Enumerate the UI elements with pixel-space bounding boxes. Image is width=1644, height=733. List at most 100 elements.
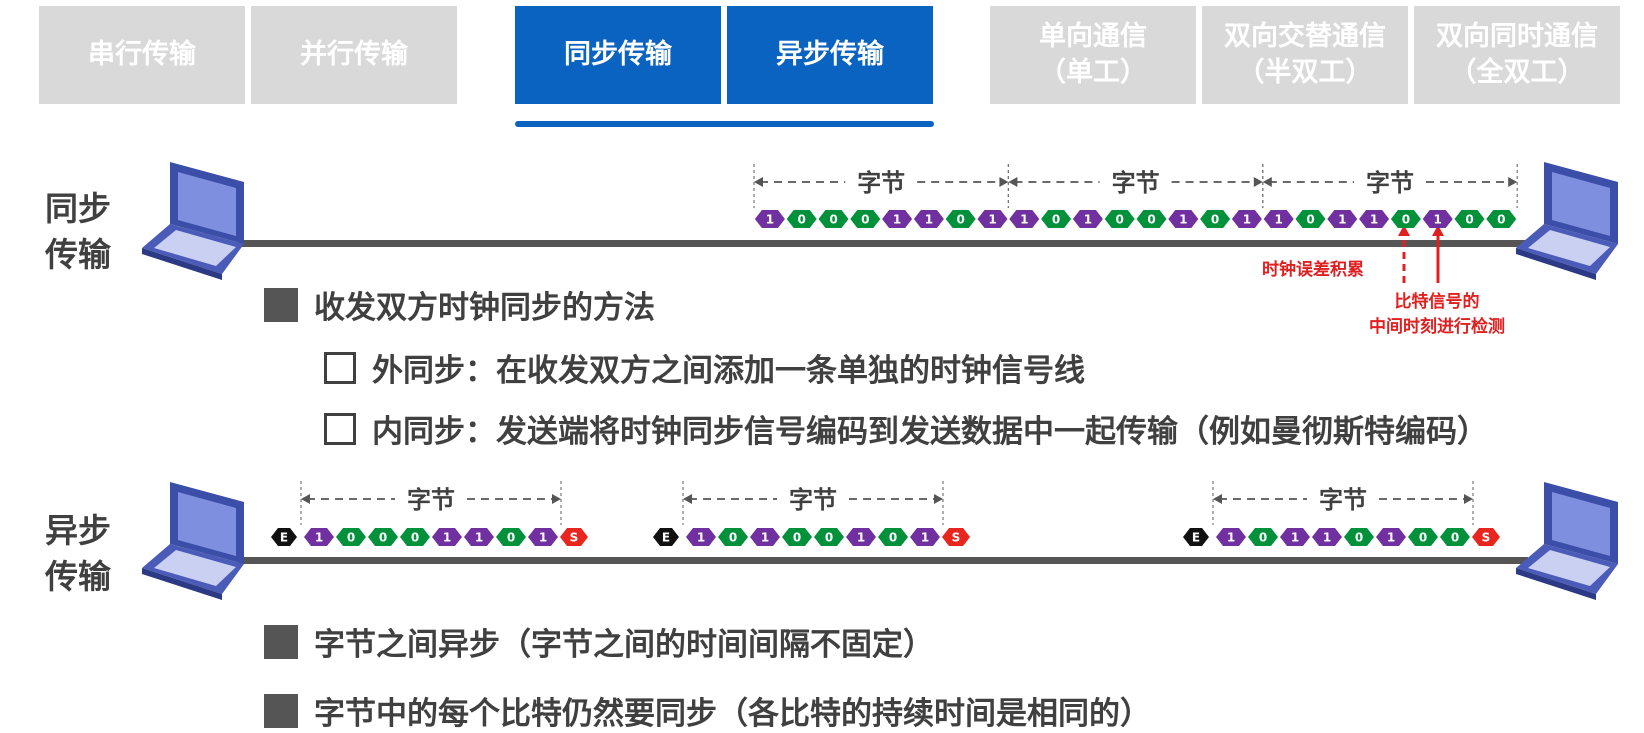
async-bit [750, 528, 780, 546]
async-bit-text: 0 [1451, 531, 1459, 545]
tab-simplex[interactable]: 单向通信 （单工） [990, 6, 1196, 104]
sync-note-item: 内同步：发送端将时钟同步信号编码到发送数据中一起传输（例如曼彻斯特编码） [324, 406, 1488, 451]
sync-bit-text: 0 [1306, 213, 1314, 227]
async-stop-marker-text: S [1482, 531, 1491, 545]
sync-bit [754, 210, 785, 228]
sync-bit [1454, 210, 1485, 228]
detect-arrowhead [1432, 225, 1444, 236]
byte-span-arrowhead [1213, 494, 1222, 504]
sync-bit [1486, 210, 1517, 228]
tab-sublabel: （半双工） [1237, 57, 1373, 88]
sync-bit-text: 1 [1243, 213, 1251, 227]
sync-bit-text: 1 [1179, 213, 1187, 227]
laptop-icon [142, 482, 244, 600]
tab-full-duplex[interactable]: 双向同时通信 （全双工） [1414, 6, 1620, 104]
async-bit [368, 528, 398, 546]
tab-label: 异步传输 [776, 39, 884, 70]
async-bit-text: 0 [729, 531, 737, 545]
byte-span-arrowhead [301, 494, 310, 504]
sync-bit [1136, 210, 1167, 228]
async-bit-text: 1 [443, 531, 451, 545]
sync-bit [1327, 210, 1358, 228]
tab-half-duplex[interactable]: 双向交替通信（半双工） [1202, 6, 1408, 104]
async-start-marker [653, 528, 679, 546]
sync-bit [945, 210, 976, 228]
tab-label: 双向同时通信 [1436, 21, 1598, 52]
sync-bit [1072, 210, 1103, 228]
byte-label: 字节 [857, 169, 905, 197]
async-bit [846, 528, 876, 546]
sync-bit [1104, 210, 1135, 228]
sync-bit [1390, 210, 1421, 228]
sync-bit [1263, 210, 1294, 228]
clock-error-arrowhead [1398, 225, 1410, 236]
laptop-icon [1516, 162, 1618, 280]
filled-square-icon [264, 287, 298, 322]
byte-label: 字节 [1112, 169, 1160, 197]
byte-label: 字节 [407, 486, 455, 514]
detect-label-line2: 中间时刻进行检测 [1369, 317, 1505, 337]
sync-bit-text: 1 [1434, 213, 1442, 227]
sync-bit [1422, 210, 1453, 228]
byte-label: 字节 [1366, 169, 1414, 197]
async-start-marker [1183, 528, 1209, 546]
byte-span-arrowhead [1008, 177, 1018, 187]
async-stop-marker-text: S [952, 531, 961, 545]
sync-bit-text: 1 [1084, 213, 1092, 227]
tab-sublabel: （全双工） [1449, 57, 1585, 88]
async-bit [1216, 528, 1246, 546]
sync-bit [850, 210, 881, 228]
byte-span-arrowhead [999, 177, 1009, 187]
async-bit [1440, 528, 1470, 546]
async-bit-text: 0 [1419, 531, 1427, 545]
laptop-icon [142, 162, 244, 280]
async-bit [782, 528, 812, 546]
async-bit [336, 528, 366, 546]
tab-parallel[interactable]: 并行传输 [251, 6, 457, 104]
byte-span-arrowhead [1262, 177, 1272, 187]
sync-bit [1168, 210, 1199, 228]
sync-bit-text: 0 [957, 213, 965, 227]
byte-span-arrowhead [1508, 177, 1518, 187]
sync-bit-text: 0 [1465, 213, 1473, 227]
sync-bit [913, 210, 944, 228]
async-stop-marker [560, 528, 588, 546]
clock-error-label: 时钟误差积累 [1262, 260, 1364, 280]
async-bit [718, 528, 748, 546]
async-bit-text: 0 [1355, 531, 1363, 545]
sync-bit-text: 0 [1052, 213, 1060, 227]
async-bit [432, 528, 462, 546]
sync-notes-heading: 收发双方时钟同步的方法 [264, 282, 655, 327]
tab-label: 单向通信 [1039, 21, 1147, 52]
tab-sync[interactable]: 同步传输 [515, 6, 721, 104]
async-bit [1248, 528, 1278, 546]
sync-bit-text: 0 [1497, 213, 1505, 227]
async-stop-marker [1472, 528, 1500, 546]
async-bit-text: 1 [921, 531, 929, 545]
sync-bit-text: 1 [766, 213, 774, 227]
sync-bit [786, 210, 817, 228]
tab-sublabel: （单工） [1039, 57, 1147, 88]
sync-bit-text: 1 [1338, 213, 1346, 227]
sync-bit [882, 210, 913, 228]
async-bit [1312, 528, 1342, 546]
tab-serial[interactable]: 串行传输 [39, 6, 245, 104]
byte-span-arrowhead [1253, 177, 1263, 187]
async-bit [464, 528, 494, 546]
sync-bit [977, 210, 1008, 228]
sync-bit [1200, 210, 1231, 228]
byte-span-arrowhead [683, 494, 692, 504]
detect-label-line1: 比特信号的 [1394, 292, 1480, 312]
sync-bit-text: 1 [893, 213, 901, 227]
byte-span-arrowhead [934, 494, 943, 504]
async-bit-text: 0 [379, 531, 387, 545]
async-bit-text: 1 [1291, 531, 1299, 545]
async-label-line1: 异步 [45, 511, 111, 550]
async-note-text: 字节之间异步（字节之间的时间间隔不固定） [314, 627, 934, 663]
sync-bit-text: 1 [925, 213, 933, 227]
async-bit [910, 528, 940, 546]
tab-async[interactable]: 异步传输 [727, 6, 933, 104]
laptop-icon [1516, 482, 1618, 600]
async-bit-text: 1 [697, 531, 705, 545]
